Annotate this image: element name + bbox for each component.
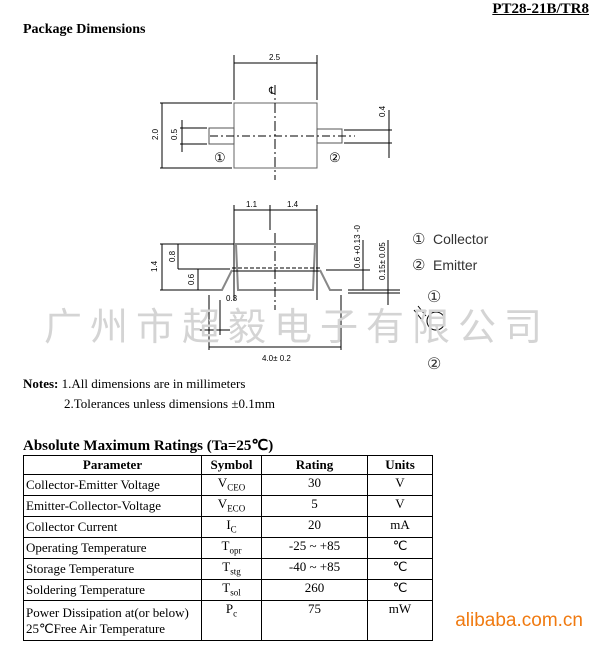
param-cell: Soldering Temperature <box>23 579 202 601</box>
legend-1-num: ① <box>412 231 425 248</box>
table-row: Emitter-Collector-Voltage VECO 5 V <box>23 495 433 517</box>
symbol-cell: VCEO <box>201 474 262 496</box>
dim-1.1: 1.1 <box>246 200 258 209</box>
alibaba-watermark: alibaba.com.cn <box>455 610 583 631</box>
param-text: Operating Temperature <box>26 540 147 555</box>
param-cell: Power Dissipation at(or below)25℃Free Ai… <box>23 600 202 641</box>
param-cell: Storage Temperature <box>23 558 202 580</box>
table-row: Collector-Emitter Voltage VCEO 30 V <box>23 474 433 496</box>
param-cell: Emitter-Collector-Voltage <box>23 495 202 517</box>
centerline-symbol: ℄ <box>268 86 276 97</box>
dim-1.4-height: 1.4 <box>150 260 159 272</box>
symbol-cell: IC <box>201 516 262 538</box>
symbol-pin-1: ① <box>427 289 441 306</box>
unit-cell: V <box>367 474 433 496</box>
symbol-subscript: ECO <box>227 503 246 514</box>
param-text-2: 25℃Free Air Temperature <box>26 620 166 636</box>
rating-cell: 20 <box>261 516 368 538</box>
symbol: P <box>225 601 234 616</box>
unit-cell: ℃ <box>367 579 433 601</box>
symbol-subscript: c <box>233 608 238 619</box>
legend-emitter: Emitter <box>433 257 478 273</box>
symbol: I <box>226 517 231 532</box>
table-header-row: Parameter Symbol Rating Units <box>23 455 433 475</box>
unit-cell: V <box>367 495 433 517</box>
dim-4.0: 4.0± 0.2 <box>262 354 291 363</box>
symbol: V <box>217 496 228 511</box>
ratings-title: Absolute Maximum Ratings (Ta=25℃) <box>23 438 274 454</box>
param-text: Collector Current <box>26 519 118 534</box>
unit-cell: ℃ <box>367 537 433 559</box>
legend-2-num: ② <box>412 257 425 274</box>
dim-0.4: 0.4 <box>378 105 387 117</box>
note-2: 2.Tolerances unless dimensions ±0.1mm <box>64 396 275 411</box>
symbol-cell: Topr <box>201 537 262 559</box>
symbol-cell: Tstg <box>201 558 262 580</box>
header-rating: Rating <box>261 455 368 475</box>
param-text: Storage Temperature <box>26 561 135 576</box>
package-dimensions-title: Package Dimensions <box>23 22 146 37</box>
part-number: PT28-21B/TR8 <box>492 1 589 17</box>
dim-1.4-width: 1.4 <box>287 200 299 209</box>
package-drawing: 2.5 2.0 0.5 0.4 ℄ ① ② 1.1 1.4 1.4 0.8 0.… <box>150 53 489 373</box>
table-row: Storage Temperature Tstg -40 ~ +85 ℃ <box>23 558 433 580</box>
param-text: Collector-Emitter Voltage <box>26 477 160 492</box>
symbol-subscript: C <box>230 524 237 535</box>
rating-cell: 75 <box>261 600 368 641</box>
param-text: Soldering Temperature <box>26 582 146 597</box>
table-row: Operating Temperature Topr -25 ~ +85 ℃ <box>23 537 433 559</box>
dim-0.3: 0.3 <box>226 294 238 303</box>
header-symbol: Symbol <box>201 455 262 475</box>
param-text: Emitter-Collector-Voltage <box>26 498 161 513</box>
param-text: Power Dissipation at(or below) <box>26 604 189 620</box>
symbol-subscript: opr <box>229 545 242 556</box>
symbol-cell: Tsol <box>201 579 262 601</box>
unit-cell: mA <box>367 516 433 538</box>
param-cell: Collector Current <box>23 516 202 538</box>
dim-2.0: 2.0 <box>151 128 160 140</box>
symbol-subscript: stg <box>230 566 241 577</box>
dim-0.8: 0.8 <box>168 250 177 262</box>
pin-2-label: ② <box>329 150 341 165</box>
symbol: T <box>222 580 231 595</box>
rating-cell: 30 <box>261 474 368 496</box>
table-row: Soldering Temperature Tsol 260 ℃ <box>23 579 433 601</box>
rating-cell: 260 <box>261 579 368 601</box>
notes: Notes: 1.All dimensions are in millimete… <box>23 374 275 414</box>
pin-1-label: ① <box>214 150 226 165</box>
symbol-cell: VECO <box>201 495 262 517</box>
legend-collector: Collector <box>433 231 489 247</box>
note-1: 1.All dimensions are in millimeters <box>61 376 246 391</box>
rating-cell: -25 ~ +85 <box>261 537 368 559</box>
company-watermark: 广州市超毅电子有限公司 <box>44 305 551 349</box>
symbol: T <box>222 559 231 574</box>
symbol: T <box>221 538 230 553</box>
dim-0.6-tol: 0.6 +0.13 -0 <box>353 225 362 268</box>
ratings-table: Parameter Symbol Rating Units Collector-… <box>23 455 433 641</box>
param-cell: Operating Temperature <box>23 537 202 559</box>
dim-0.5: 0.5 <box>170 128 179 140</box>
unit-cell: mW <box>367 600 433 641</box>
symbol-cell: Pc <box>201 600 262 641</box>
symbol: V <box>217 475 228 490</box>
unit-cell: ℃ <box>367 558 433 580</box>
table-row: Collector Current IC 20 mA <box>23 516 433 538</box>
symbol-subscript: CEO <box>227 482 246 493</box>
dim-2.5: 2.5 <box>269 53 281 62</box>
dim-0.6: 0.6 <box>187 273 196 285</box>
header-units: Units <box>367 455 433 475</box>
header-parameter: Parameter <box>23 455 202 475</box>
table-row: Power Dissipation at(or below)25℃Free Ai… <box>23 600 433 641</box>
notes-label: Notes: <box>23 376 59 391</box>
rating-cell: -40 ~ +85 <box>261 558 368 580</box>
symbol-pin-2: ② <box>427 356 441 373</box>
rating-cell: 5 <box>261 495 368 517</box>
dim-0.15: 0.15± 0.05 <box>378 242 387 280</box>
symbol-subscript: sol <box>230 587 241 598</box>
param-cell: Collector-Emitter Voltage <box>23 474 202 496</box>
